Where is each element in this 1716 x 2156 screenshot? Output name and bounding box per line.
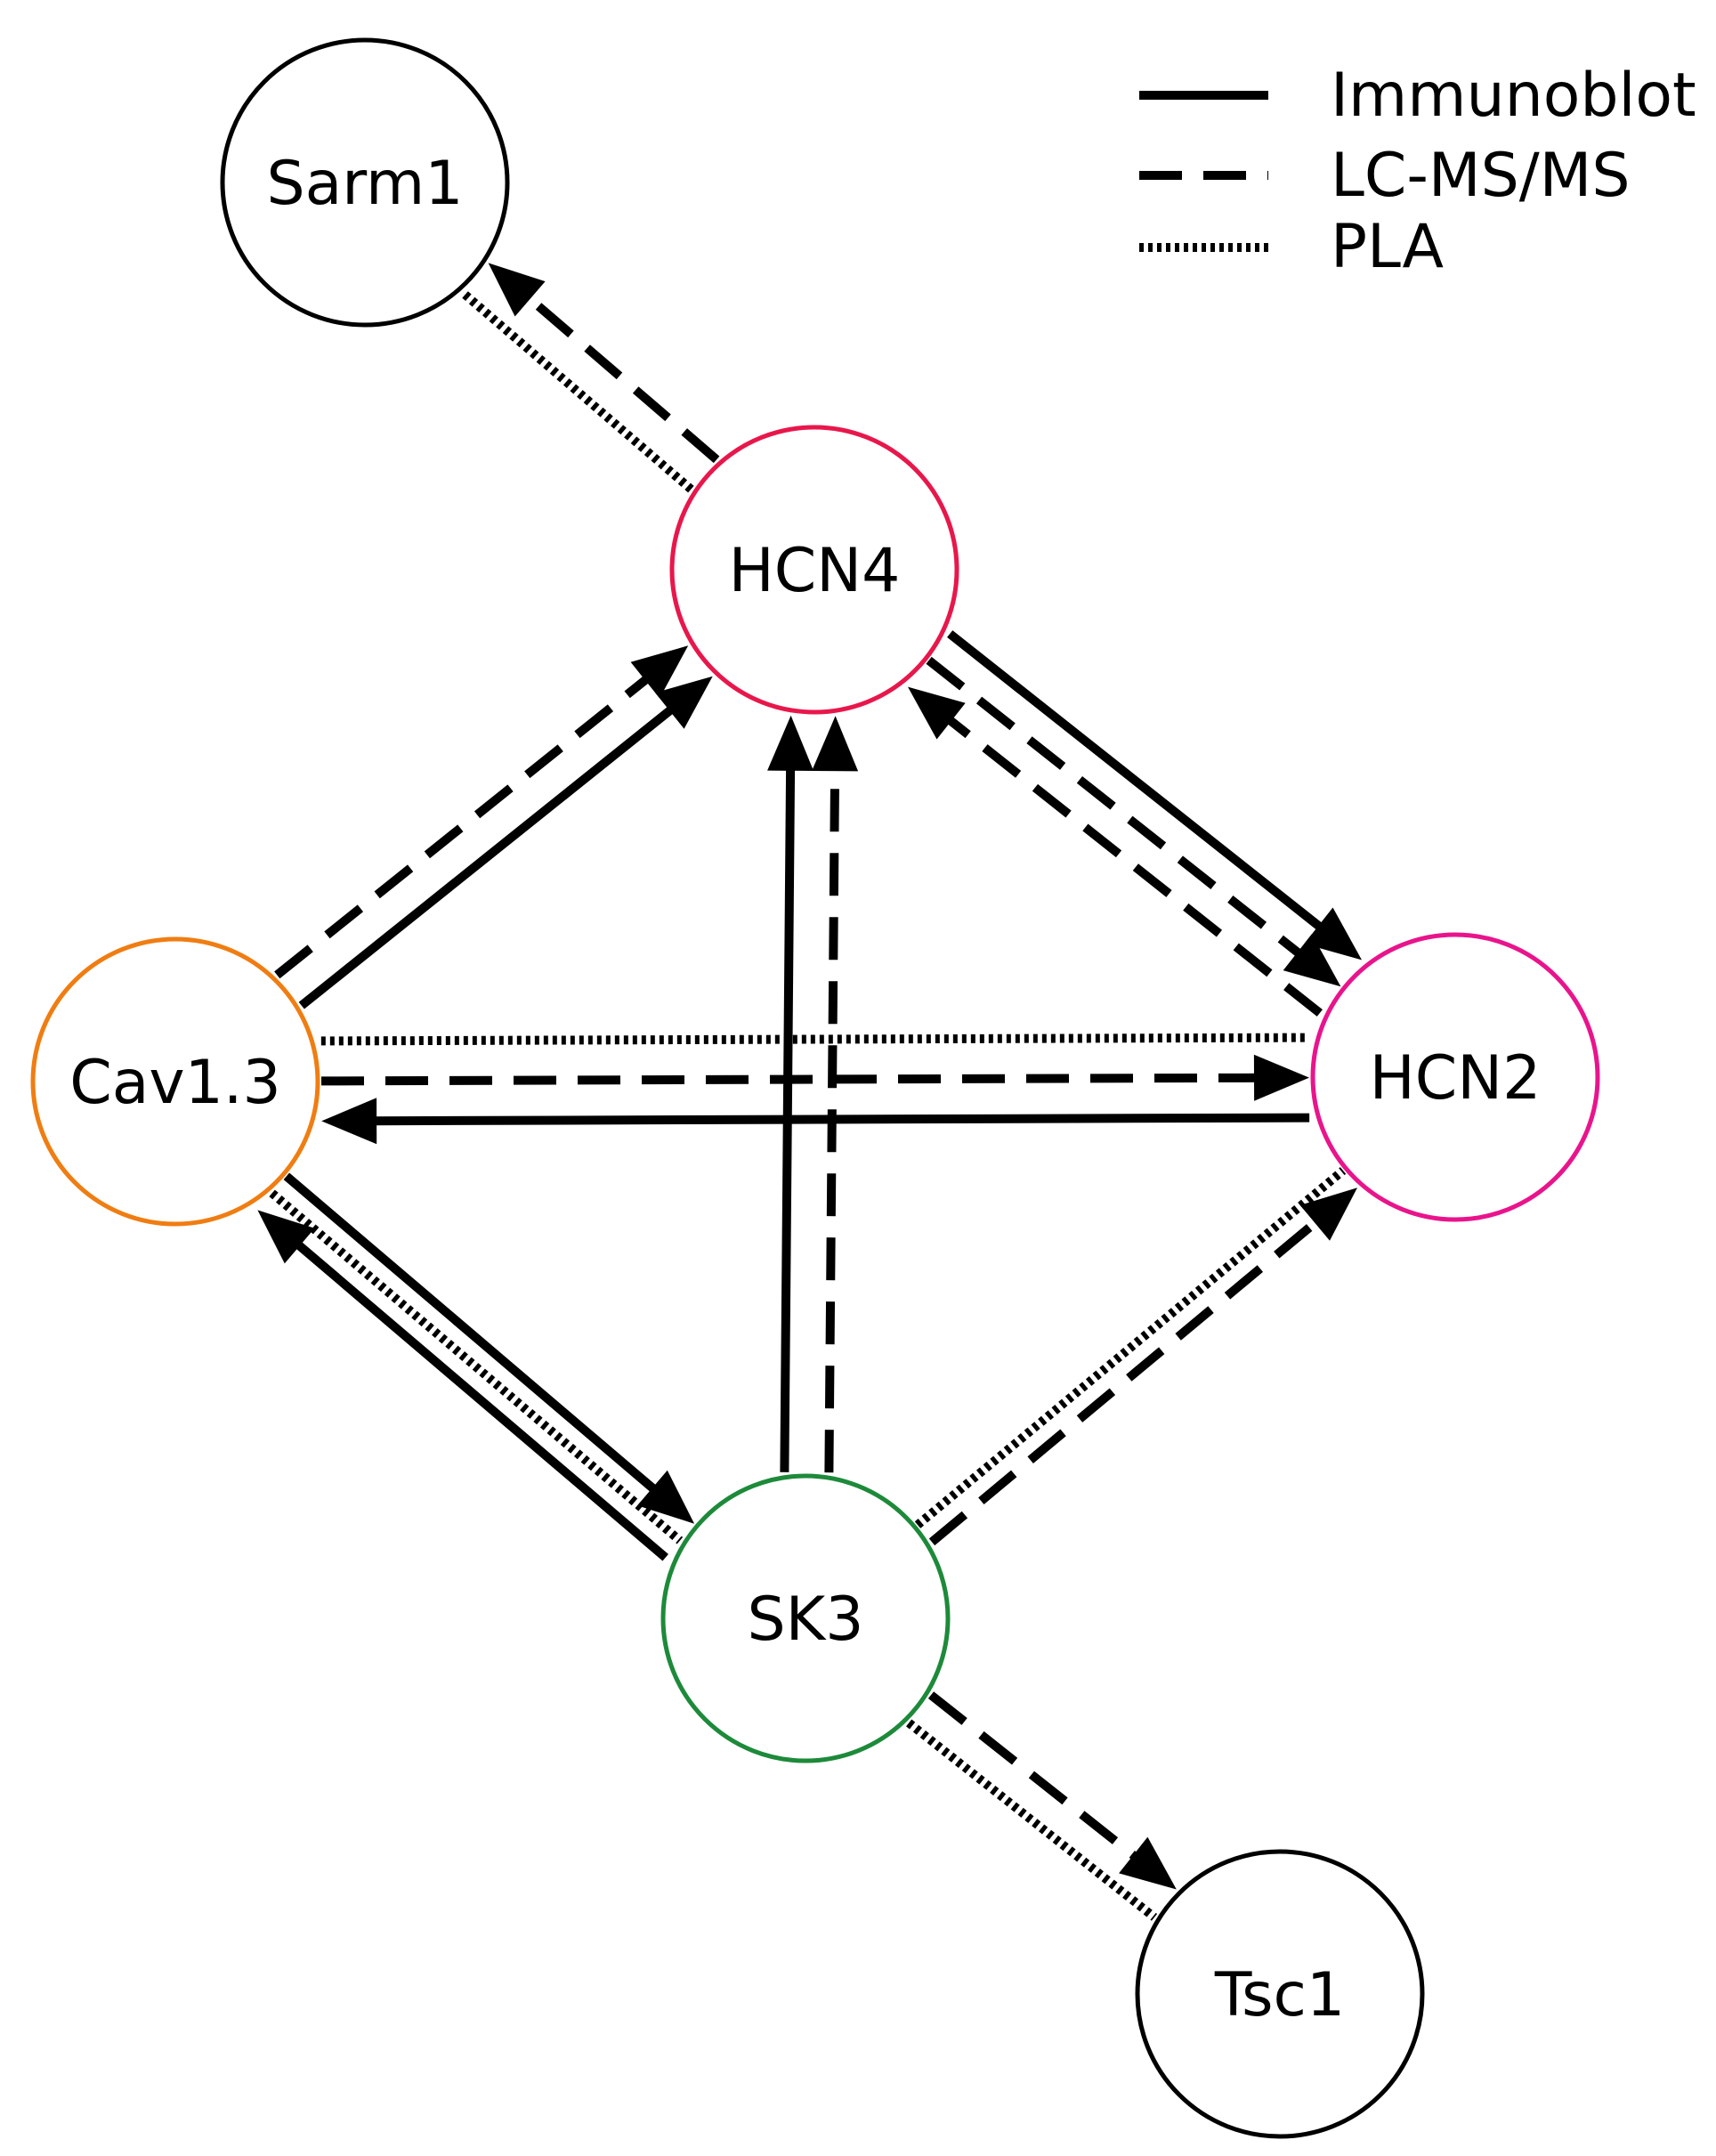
- arrowhead-hcn4-to-hcn2-dashed: [1283, 934, 1341, 987]
- arrowhead-hcn4-to-sarm1-dashed: [488, 263, 546, 317]
- node-tsc1: Tsc1: [1135, 1849, 1425, 2139]
- arrowhead-hcn2-to-cav1-3-solid: [321, 1098, 377, 1145]
- node-circle-hcn2: [1310, 932, 1600, 1222]
- arrowhead-sk3-to-hcn2-dashed: [1299, 1187, 1357, 1241]
- arrowhead-sk3-to-hcn4-dashed: [812, 716, 859, 772]
- edge-cav1-3-to-sk3-dotted: [269, 1189, 684, 1544]
- node-sk3: SK3: [660, 1473, 951, 1763]
- edge-hcn4-to-hcn2-solid: [947, 630, 1326, 933]
- node-label-sarm1: Sarm1: [266, 149, 463, 219]
- edge-hcn2-to-cav1-3-solid: [371, 1113, 1310, 1126]
- node-cav1-3: Cav1.3: [30, 936, 320, 1227]
- edge-hcn4-to-hcn2-dashed: [926, 656, 1305, 960]
- edges-layer: [257, 263, 1362, 1921]
- node-circle-tsc1: [1135, 1849, 1425, 2139]
- node-circle-cav1-3: [30, 936, 320, 1227]
- arrowhead-sk3-to-cav1-3-solid: [257, 1210, 315, 1264]
- edge-sk3-to-hcn2-dotted: [914, 1167, 1347, 1528]
- node-label-tsc1: Tsc1: [1214, 1960, 1345, 2030]
- arrowhead-cav1-3-to-hcn2-dashed: [1253, 1054, 1309, 1101]
- node-sarm1: Sarm1: [220, 37, 510, 328]
- arrowhead-hcn2-to-hcn4-dashed: [908, 686, 966, 740]
- edge-cav1-3-to-hcn4-dashed: [274, 673, 652, 979]
- edge-sk3-to-tsc1-dotted: [906, 1719, 1158, 1921]
- edge-cav1-3-to-sk3-solid: [283, 1172, 660, 1495]
- legend-label-lcmsms: LC-MS/MS: [1331, 141, 1630, 211]
- edge-hcn4-to-sarm1-dashed: [522, 292, 720, 464]
- edge-sk3-to-hcn2-dashed: [928, 1216, 1323, 1546]
- node-circle-sarm1: [220, 37, 510, 328]
- node-circle-hcn4: [669, 425, 959, 715]
- legend: Immunoblot LC-MS/MS PLA: [1139, 61, 1696, 282]
- node-label-cav1-3: Cav1.3: [69, 1048, 281, 1118]
- node-label-sk3: SK3: [747, 1585, 863, 1655]
- edge-sk3-to-tsc1-dashed: [927, 1691, 1141, 1862]
- arrowhead-cav1-3-to-hcn4-solid: [655, 676, 713, 729]
- arrowhead-cav1-3-to-sk3-solid: [637, 1470, 695, 1524]
- arrowhead-cav1-3-to-hcn4-dashed: [630, 645, 689, 699]
- arrowhead-sk3-to-hcn4-solid: [767, 715, 814, 771]
- node-hcn4: HCN4: [669, 425, 959, 715]
- node-label-hcn2: HCN2: [1370, 1043, 1542, 1114]
- arrowhead-sk3-to-tsc1-dashed: [1119, 1836, 1177, 1890]
- edge-hcn2-to-hcn4-dashed: [943, 714, 1323, 1017]
- edge-cav1-3-to-hcn2-dashed: [320, 1073, 1260, 1086]
- node-hcn2: HCN2: [1310, 932, 1600, 1222]
- node-label-hcn4: HCN4: [729, 536, 901, 606]
- node-circle-sk3: [660, 1473, 951, 1763]
- legend-label-immunoblot: Immunoblot: [1331, 61, 1696, 131]
- edge-cav1-3-to-hcn4-solid: [298, 703, 677, 1009]
- edge-hcn4-to-sarm1-dotted: [459, 288, 694, 493]
- edge-cav1-3-to-hcn2-dotted: [320, 1033, 1309, 1046]
- legend-label-pla: PLA: [1331, 212, 1444, 282]
- edge-sk3-to-cav1-3-solid: [292, 1238, 668, 1561]
